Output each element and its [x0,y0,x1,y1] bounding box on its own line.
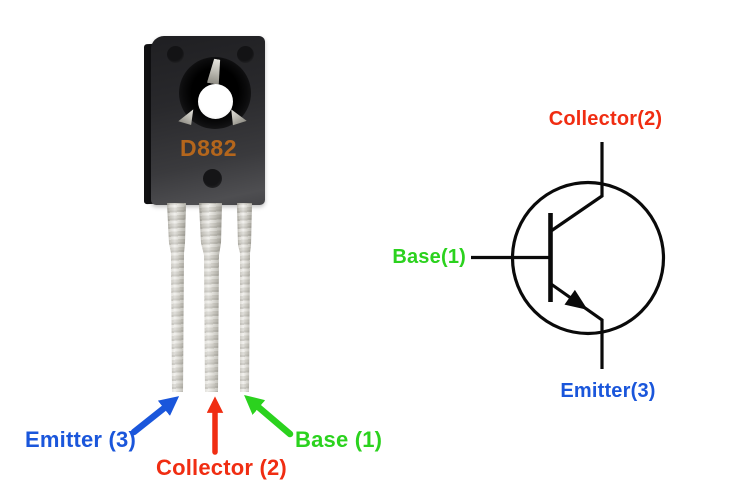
photo-collector-label: Collector (2) [156,455,287,480]
collector-leg [199,203,222,392]
corner-dimple-right [237,46,254,63]
symbol-emitter-label: Emitter(3) [560,380,656,402]
symbol-collector-label: Collector(2) [548,108,663,130]
emitter-leg [167,203,186,392]
base-arrow [244,394,294,438]
symbol-emitter-arrowhead [564,289,588,310]
symbol-collector-lead [550,142,604,233]
part-marking: D882 [180,135,237,161]
corner-dimple-left [167,46,184,63]
photo-emitter-label: Emitter (3) [25,427,136,452]
leg-texture [237,203,252,392]
symbol-emitter-lead [550,282,604,369]
bottom-dimple [203,169,222,188]
photo-base-label: Base (1) [295,427,383,452]
emitter-arrow [130,396,180,436]
leg-texture [167,203,186,392]
symbol-base-label: Base(1) [392,246,466,268]
mounting-hole [198,84,233,119]
base-leg [237,203,252,392]
leg-texture [199,203,222,392]
